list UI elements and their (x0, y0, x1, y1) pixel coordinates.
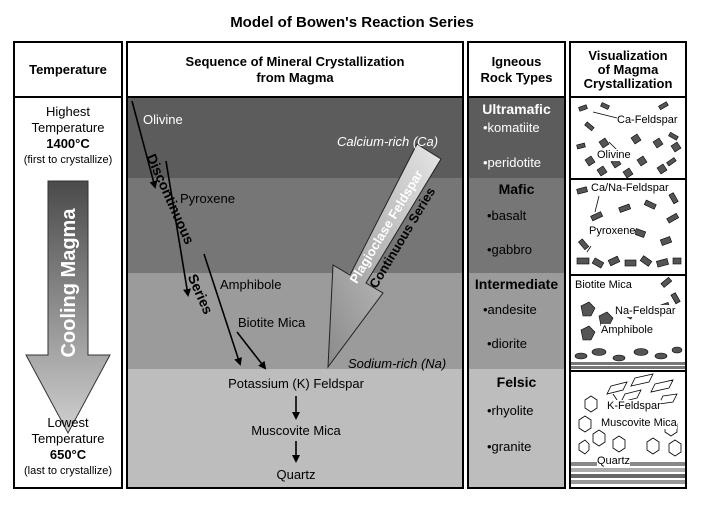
high-temp-line1: Highest (45, 104, 91, 119)
viz-mafic-pointer-pyroxene (586, 245, 592, 253)
rock-category-intermediate: Intermediate (474, 276, 559, 292)
low-temp-note: (last to crystallize) (23, 465, 113, 477)
visualization-header: Visualization of Magma Crystallization (571, 43, 685, 98)
rock-andesite: •andesite (483, 302, 537, 317)
low-temp-label: Lowest Temperature 650°C (last to crysta… (15, 415, 121, 479)
rock-category-ultramafic: Ultramafic (482, 101, 551, 117)
plagioclase-arrow (327, 143, 442, 369)
calcium-rich-label: Calcium-rich (Ca) (337, 134, 438, 149)
arrow-olivine-pyroxene (131, 100, 158, 189)
viz-label-quartz: Quartz (597, 455, 631, 467)
sequence-column: Sequence of Mineral Crystallization from… (126, 41, 464, 489)
viz-intermediate-layer-1 (571, 362, 685, 365)
rock-category-felsic: Felsic (496, 374, 537, 390)
sequence-header: Sequence of Mineral Crystallization from… (128, 43, 462, 98)
rock-category-mafic: Mafic (498, 181, 535, 197)
viz-label-ca-feldspar: Ca-Feldspar (617, 114, 678, 126)
viz-felsic-layer-2 (571, 468, 685, 472)
arrow-amphibole-biotite (203, 253, 242, 366)
temperature-column: Temperature Highest Temperature 1400°C (… (13, 41, 123, 489)
viz-label-ca-na-feldspar: Ca/Na-Feldspar (591, 182, 669, 194)
viz-felsic-layer-4 (571, 480, 685, 484)
viz-felsic (578, 373, 682, 457)
viz-label-biotite: Biotite Mica (575, 279, 632, 291)
low-temp-line2: Temperature (31, 431, 105, 446)
high-temp-line2: Temperature (31, 120, 105, 135)
viz-label-amphibole: Amphibole (601, 324, 653, 336)
high-temp-note: (first to crystallize) (23, 154, 113, 166)
rock-types-header-line2: Rock Types (480, 69, 553, 85)
arrow-biotite-kfeldspar (236, 331, 267, 370)
cooling-arrow: Cooling Magma (25, 180, 111, 435)
viz-ultramafic (576, 101, 682, 179)
mineral-k-feldspar: Potassium (K) Feldspar (228, 376, 364, 391)
cooling-arrow-label: Cooling Magma (58, 208, 80, 358)
rock-peridotite: •peridotite (483, 155, 542, 170)
rock-types-column: Igneous Rock Types Ultramafic •komatiite… (467, 41, 566, 489)
high-temp-label: Highest Temperature 1400°C (first to cry… (15, 104, 121, 168)
mineral-pyroxene: Pyroxene (180, 191, 235, 206)
rock-diorite: •diorite (487, 336, 527, 351)
viz-label-k-feldspar: K-Feldspar (607, 400, 661, 412)
low-temp-value: 650°C (49, 447, 87, 462)
viz-intermediate-layer-2 (571, 366, 685, 369)
sequence-header-line1: Sequence of Mineral Crystallization (185, 53, 405, 69)
rock-band-ultramafic: Ultramafic •komatiite •peridotite (469, 98, 564, 178)
mineral-quartz: Quartz (276, 467, 315, 482)
rock-band-intermediate: Intermediate •andesite •diorite (469, 273, 564, 369)
mineral-olivine: Olivine (143, 112, 183, 127)
mineral-amphibole: Amphibole (220, 277, 281, 292)
band-felsic (128, 369, 462, 487)
arrow-pyroxene-amphibole (165, 160, 191, 297)
series-diagram: Plagioclase Feldspar Continuous Series D… (131, 100, 446, 482)
viz-mafic-pointer-feldspar (594, 195, 600, 213)
temperature-header-text: Temperature (29, 61, 107, 77)
mineral-biotite: Biotite Mica (238, 315, 306, 330)
cooling-arrow-shape (25, 180, 111, 435)
rock-basalt: •basalt (487, 208, 527, 223)
rock-types-header: Igneous Rock Types (469, 43, 564, 98)
viz-label-olivine: Olivine (597, 149, 631, 161)
low-temp-line1: Lowest (47, 415, 89, 430)
rock-types-header-line1: Igneous (491, 53, 542, 69)
sequence-header-line2: from Magma (256, 69, 334, 85)
rock-band-mafic: Mafic •basalt •gabbro (469, 178, 564, 273)
rock-band-felsic: Felsic •rhyolite •granite (469, 369, 564, 487)
rock-granite: •granite (487, 439, 532, 454)
visualization-column: Visualization of Magma Crystallization (569, 41, 687, 489)
viz-felsic-pointer-kfeldspar (612, 393, 618, 401)
high-temp-value: 1400°C (46, 136, 90, 151)
visualization-header-line3: Crystallization (583, 75, 673, 91)
diagram-title: Model of Bowen's Reaction Series (230, 14, 474, 31)
mineral-muscovite: Muscovite Mica (251, 423, 341, 438)
rock-rhyolite: •rhyolite (487, 403, 534, 418)
viz-mafic (576, 186, 682, 269)
viz-label-muscovite: Muscovite Mica (601, 417, 677, 429)
sodium-rich-label: Sodium-rich (Na) (348, 356, 446, 371)
visualization-header-line2: of Magma (597, 61, 659, 77)
temperature-header: Temperature (15, 43, 121, 98)
rock-gabbro: •gabbro (487, 242, 533, 257)
viz-ultramafic-pointer-ca (592, 111, 618, 119)
viz-felsic-layer-3 (571, 474, 685, 478)
viz-label-pyroxene: Pyroxene (589, 225, 636, 237)
viz-label-na-feldspar: Na-Feldspar (615, 305, 676, 317)
visualization-header-line1: Visualization (588, 47, 668, 63)
rock-komatiite: •komatiite (483, 120, 540, 135)
